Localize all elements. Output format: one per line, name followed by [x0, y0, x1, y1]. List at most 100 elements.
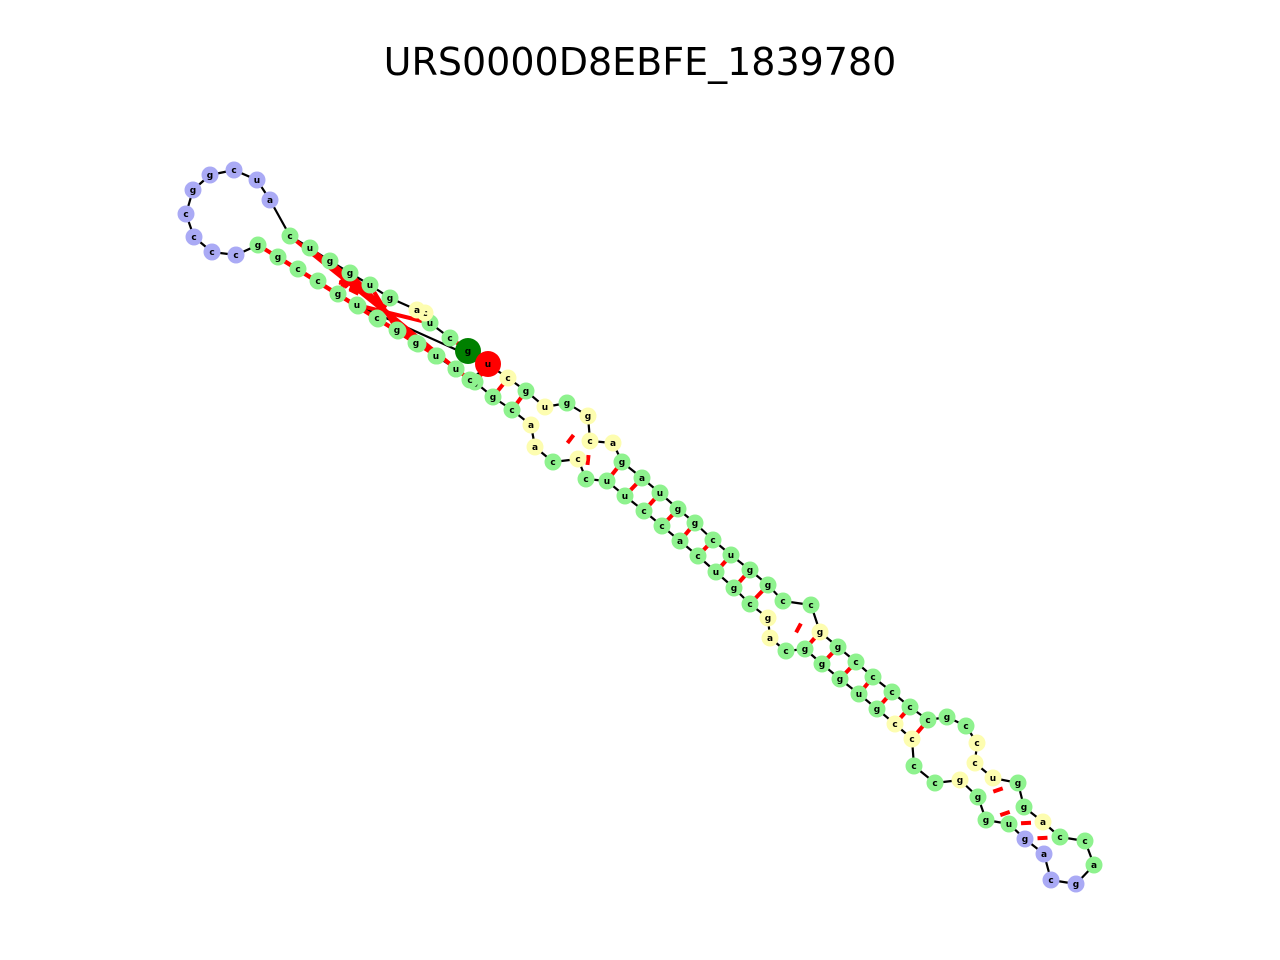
base-pair-bond: [609, 466, 620, 477]
nucleotide-circle: [1035, 845, 1053, 863]
nucleotide-letter: c: [1048, 876, 1053, 886]
base-pair-bond: [1020, 820, 1032, 826]
nucleotide-circle: [388, 321, 406, 339]
nucleotide-n8: g: [341, 264, 359, 282]
nucleotide-letter: a: [414, 306, 420, 316]
nucleotide-circle: [558, 394, 576, 412]
nucleotide-letter: g: [585, 412, 591, 422]
nucleotide-n74: g: [1009, 774, 1027, 792]
nucleotide-n103: g: [517, 382, 535, 400]
nucleotide-letter: c: [447, 334, 452, 344]
nucleotide-circle: [1015, 798, 1033, 816]
nucleotide-n77: c: [968, 734, 986, 752]
nucleotide-n13: u: [248, 171, 266, 189]
nucleotide-letter: c: [659, 522, 664, 532]
nucleotide-letter: c: [295, 265, 300, 275]
nucleotide-letter: u: [307, 244, 313, 254]
nucleotide-circle: [686, 514, 704, 532]
nucleotide-circle: [966, 754, 984, 772]
nucleotide-circle: [579, 407, 597, 425]
base-pair-bond: [992, 786, 1004, 794]
nucleotide-letter: c: [909, 735, 914, 745]
nucleotide-circle: [774, 592, 792, 610]
nucleotide-n107: u: [447, 360, 465, 378]
nucleotide-circle: [957, 717, 975, 735]
nucleotide-circle: [177, 205, 195, 223]
nucleotide-n9: g: [321, 252, 339, 270]
nucleotide-n62: g: [969, 788, 987, 806]
nucleotide-circle: [368, 309, 386, 327]
nucleotide-letter: c: [575, 455, 580, 465]
nucleotide-n43: c: [653, 517, 671, 535]
nucleotide-circle: [329, 285, 347, 303]
nucleotide-n54: g: [831, 670, 849, 688]
nucleotide-circle: [847, 653, 865, 671]
nucleotide-circle: [544, 453, 562, 471]
nucleotide-n75: u: [984, 769, 1002, 787]
nucleotide-n2: c: [441, 329, 459, 347]
nucleotide-n47: g: [725, 579, 743, 597]
nucleotide-n65: g: [1016, 830, 1034, 848]
nucleotide-n89: g: [759, 576, 777, 594]
nucleotide-n40: u: [598, 472, 616, 490]
nucleotide-n73: g: [1015, 798, 1033, 816]
nucleotide-circle: [184, 181, 202, 199]
nucleotide-letter: a: [532, 443, 538, 453]
nucleotide-letter: g: [837, 675, 843, 685]
nucleotide-letter: c: [695, 552, 700, 562]
nucleotide-circle: [883, 683, 901, 701]
nucleotide-letter: c: [467, 376, 472, 386]
nucleotide-n88: c: [774, 592, 792, 610]
base-pair-bond: [495, 382, 506, 393]
nucleotide-circle: [802, 596, 820, 614]
nucleotide-circle: [321, 252, 339, 270]
nucleotide-n12: a: [261, 191, 279, 209]
nucleotide-n108: u: [427, 347, 445, 365]
nucleotide-n93: g: [686, 514, 704, 532]
nucleotide-n37: c: [544, 453, 562, 471]
nucleotide-circle: [203, 243, 221, 261]
nucleotide-circle: [604, 434, 622, 452]
nucleotide-n70: c: [1076, 832, 1094, 850]
nucleotide-circle: [635, 502, 653, 520]
base-pair-bond: [647, 496, 657, 508]
nucleotide-letter: c: [853, 658, 858, 668]
nucleotide-n44: a: [671, 532, 689, 550]
nucleotide-circle: [248, 171, 266, 189]
nucleotide-layer: gcucaguggucaucggccccggccgcuggcaggcaacccu…: [177, 161, 1103, 893]
nucleotide-n34: c: [503, 401, 521, 419]
nucleotide-n41: u: [616, 487, 634, 505]
nucleotide-n87: c: [802, 596, 820, 614]
nucleotide-letter: u: [433, 352, 439, 362]
nucleotide-circle: [704, 531, 722, 549]
nucleotide-n68: g: [1067, 875, 1085, 893]
nucleotide-circle: [341, 264, 359, 282]
nucleotide-letter: g: [1021, 803, 1027, 813]
nucleotide-letter: a: [1040, 818, 1046, 828]
nucleotide-circle: [281, 227, 299, 245]
nucleotide-circle: [1076, 832, 1094, 850]
nucleotide-n46: u: [707, 563, 725, 581]
nucleotide-letter: g: [731, 584, 737, 594]
nucleotide-circle: [689, 547, 707, 565]
base-pair-bond: [356, 303, 431, 325]
nucleotide-circle: [850, 685, 868, 703]
nucleotide-n69: a: [1085, 856, 1103, 874]
nucleotide-letter: a: [639, 474, 645, 484]
nucleotide-circle: [938, 708, 956, 726]
nucleotide-circle: [741, 595, 759, 613]
nucleotide-letter: u: [713, 568, 719, 578]
nucleotide-circle: [348, 296, 366, 314]
nucleotide-n49: g: [759, 609, 777, 627]
nucleotide-circle: [522, 416, 540, 434]
nucleotide-circle: [969, 788, 987, 806]
nucleotide-n23: c: [289, 260, 307, 278]
nucleotide-letter: c: [550, 458, 555, 468]
nucleotide-n101: g: [558, 394, 576, 412]
nucleotide-circle: [1009, 774, 1027, 792]
nucleotide-circle: [671, 532, 689, 550]
nucleotide-n17: c: [177, 205, 195, 223]
nucleotide-n51: c: [777, 642, 795, 660]
nucleotide-letter: c: [315, 277, 320, 287]
